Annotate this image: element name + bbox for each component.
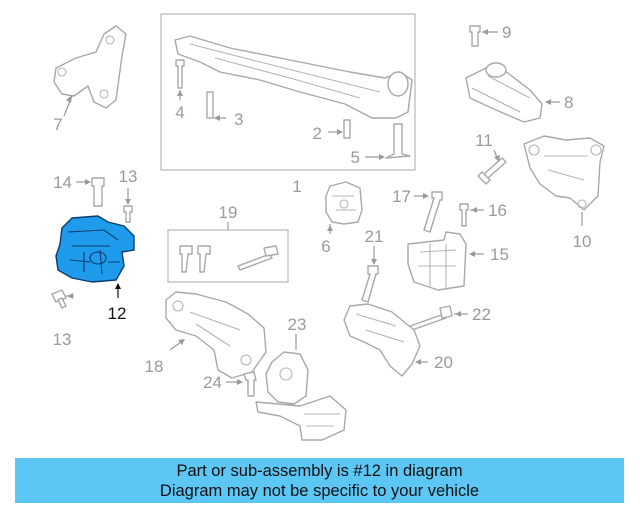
crossmember-group	[160, 13, 416, 171]
callout-13-lower: 13	[53, 330, 72, 349]
callout-4: 4	[175, 103, 184, 122]
mount-6	[325, 181, 363, 234]
callout-9: 9	[502, 23, 511, 42]
mount-8	[465, 62, 560, 123]
bolt-14	[76, 177, 105, 207]
bolt-17	[414, 191, 443, 233]
bracket-18	[165, 291, 267, 379]
bolt-24	[226, 371, 257, 397]
info-banner: Part or sub-assembly is #12 in diagram D…	[15, 458, 624, 503]
callout-21: 21	[365, 227, 384, 246]
callout-13-upper: 13	[119, 167, 138, 186]
callout-16: 16	[488, 201, 507, 220]
bracket-15	[407, 231, 484, 291]
bolt-11	[477, 149, 507, 185]
bracket-20	[343, 303, 428, 377]
banner-line-2: Diagram may not be specific to your vehi…	[159, 482, 480, 500]
bolt-13-upper	[123, 188, 133, 223]
bolt-9	[469, 25, 498, 47]
mount-23	[255, 334, 347, 441]
banner-line-1: Part or sub-assembly is #12 in diagram	[176, 462, 463, 480]
callout-23: 23	[288, 315, 307, 334]
bolt-13-lower	[51, 289, 74, 309]
bracket-7	[53, 25, 127, 117]
bolt-22	[409, 305, 468, 331]
callout-19: 19	[219, 203, 238, 222]
callout-14: 14	[53, 173, 72, 192]
callout-24: 24	[203, 373, 222, 392]
callout-15: 15	[490, 245, 509, 264]
bolt-16	[459, 203, 484, 227]
callout-11: 11	[475, 131, 493, 150]
bracket-10	[523, 135, 605, 226]
callout-3: 3	[234, 110, 243, 129]
callout-8: 8	[564, 93, 573, 112]
callout-10: 10	[573, 232, 592, 251]
callout-22: 22	[472, 305, 491, 324]
callout-20: 20	[434, 353, 453, 372]
callout-18: 18	[145, 357, 164, 376]
mount-12-highlighted	[55, 215, 135, 298]
callout-2: 2	[313, 124, 322, 143]
bolt-21	[361, 246, 379, 303]
callout-17: 17	[392, 187, 411, 206]
callout-1: 1	[292, 177, 301, 196]
callout-5: 5	[351, 148, 360, 167]
parts-diagram: 1 2 3 4 5 6 7 8 9 10 11 12 13 13 14 15 1…	[51, 13, 605, 441]
callout-6: 6	[321, 237, 330, 256]
callout-7: 7	[53, 115, 62, 134]
bolt-set-19	[167, 222, 289, 283]
callout-12: 12	[108, 304, 127, 323]
